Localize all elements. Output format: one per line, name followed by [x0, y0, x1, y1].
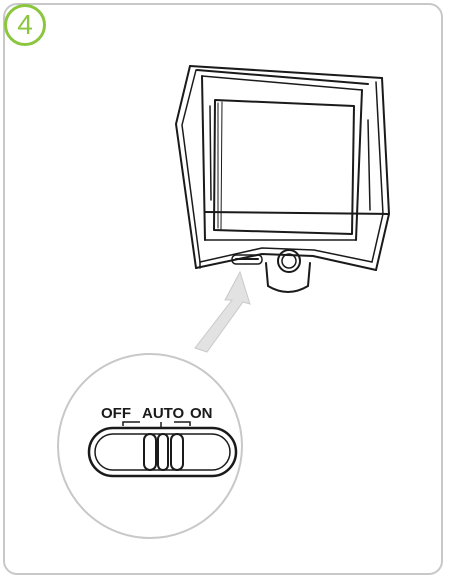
- switch-label-auto: AUTO: [142, 405, 185, 422]
- arrow-up-icon: [194, 270, 251, 353]
- magnifier-circle: [57, 353, 243, 539]
- instruction-card-frame: [3, 3, 443, 575]
- switch-label-off: OFF: [101, 405, 131, 422]
- switch-label-on: ON: [190, 405, 213, 422]
- slide-switch-icon[interactable]: [87, 426, 238, 478]
- light-fixture-icon: [175, 65, 390, 293]
- step-number-badge: 4: [4, 4, 46, 46]
- step-number: 4: [17, 9, 33, 40]
